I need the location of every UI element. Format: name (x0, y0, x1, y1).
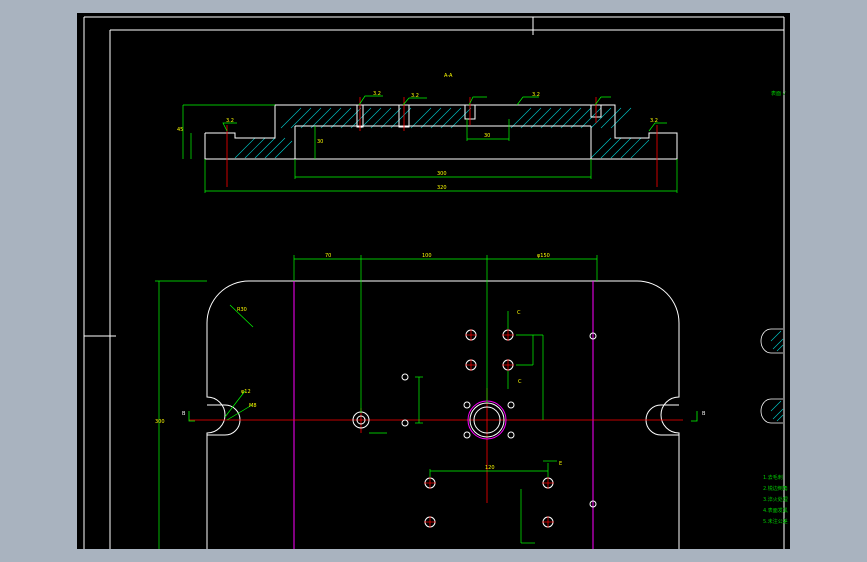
plan-view: 70 100 φ150 C C E R30 300 120 φ12 M8 B B (155, 253, 706, 549)
tech-note-4: 4.表面发黑 (763, 507, 788, 514)
section-view: A-A 3.2 3.2 3.2 3.2 3.2 300 320 30 45 30 (177, 73, 678, 193)
dim-radius: R30 (237, 307, 247, 313)
dim-slot-width: 30 (484, 133, 490, 139)
dim-tap: M8 (249, 403, 257, 409)
dim-inner-width: 300 (437, 171, 447, 177)
side-section-hatch (770, 330, 784, 422)
tech-note-1: 1.去毛刺 (763, 474, 783, 481)
tech-note-5: 5.未注公差 (763, 518, 788, 525)
plan-centerlines (189, 388, 683, 503)
dim-left-offset: 70 (325, 253, 331, 259)
section-centerlines (226, 97, 658, 187)
dim-small-hole: φ12 (241, 389, 251, 395)
dim-height: 45 (177, 127, 183, 133)
section-title: A-A (444, 73, 453, 79)
dim-left-end: 3.2 (226, 118, 234, 124)
plan-dimensions (155, 255, 598, 549)
dim-hole-c-bottom: C (518, 379, 522, 385)
tech-note-2: 2.锐边倒角 (763, 485, 788, 492)
side-section-symbols (760, 328, 783, 424)
holes (352, 329, 597, 528)
section-mark-right: B (702, 411, 706, 417)
cad-drawing-viewport[interactable]: A-A 3.2 3.2 3.2 3.2 3.2 300 320 30 45 30… (77, 13, 790, 549)
tech-note-3: 3.淬火处理 (763, 496, 788, 503)
drawing-canvas[interactable]: A-A 3.2 3.2 3.2 3.2 3.2 300 320 30 45 30… (77, 13, 790, 549)
tech-notes: 1.去毛刺 2.锐边倒角 3.淬火处理 4.表面发黑 5.未注公差 (763, 474, 788, 525)
dim-hole-pitch: 120 (485, 465, 495, 471)
section-mark-left: B (182, 411, 186, 417)
dim-top-right: 3.2 (532, 92, 540, 98)
aux-lines (293, 281, 594, 549)
dim-center-span: 100 (422, 253, 432, 259)
dim-right-offset: φ150 (537, 253, 550, 259)
section-dimensions (182, 95, 678, 193)
plan-dim-labels: 70 100 φ150 C C E R30 300 120 φ12 M8 B B (155, 253, 706, 471)
dim-hole-e: E (559, 461, 562, 467)
plate-outline (206, 280, 680, 549)
surface-finish-label: 表面 √ (771, 90, 787, 97)
dim-vertical-total: 300 (155, 419, 165, 425)
dim-top-mid: 3.2 (411, 93, 419, 99)
dim-depth: 30 (317, 139, 323, 145)
section-hatch (234, 107, 650, 159)
drawing-frame (83, 16, 785, 549)
dim-top-left: 3.2 (373, 91, 381, 97)
dim-right-end: 3.2 (650, 118, 658, 124)
dim-overall-width: 320 (437, 185, 447, 191)
hole-crosshairs (424, 329, 554, 528)
section-marks (188, 411, 698, 422)
section-dim-labels: A-A 3.2 3.2 3.2 3.2 3.2 300 320 30 45 30 (177, 73, 658, 191)
dim-hole-c-top: C (517, 310, 521, 316)
